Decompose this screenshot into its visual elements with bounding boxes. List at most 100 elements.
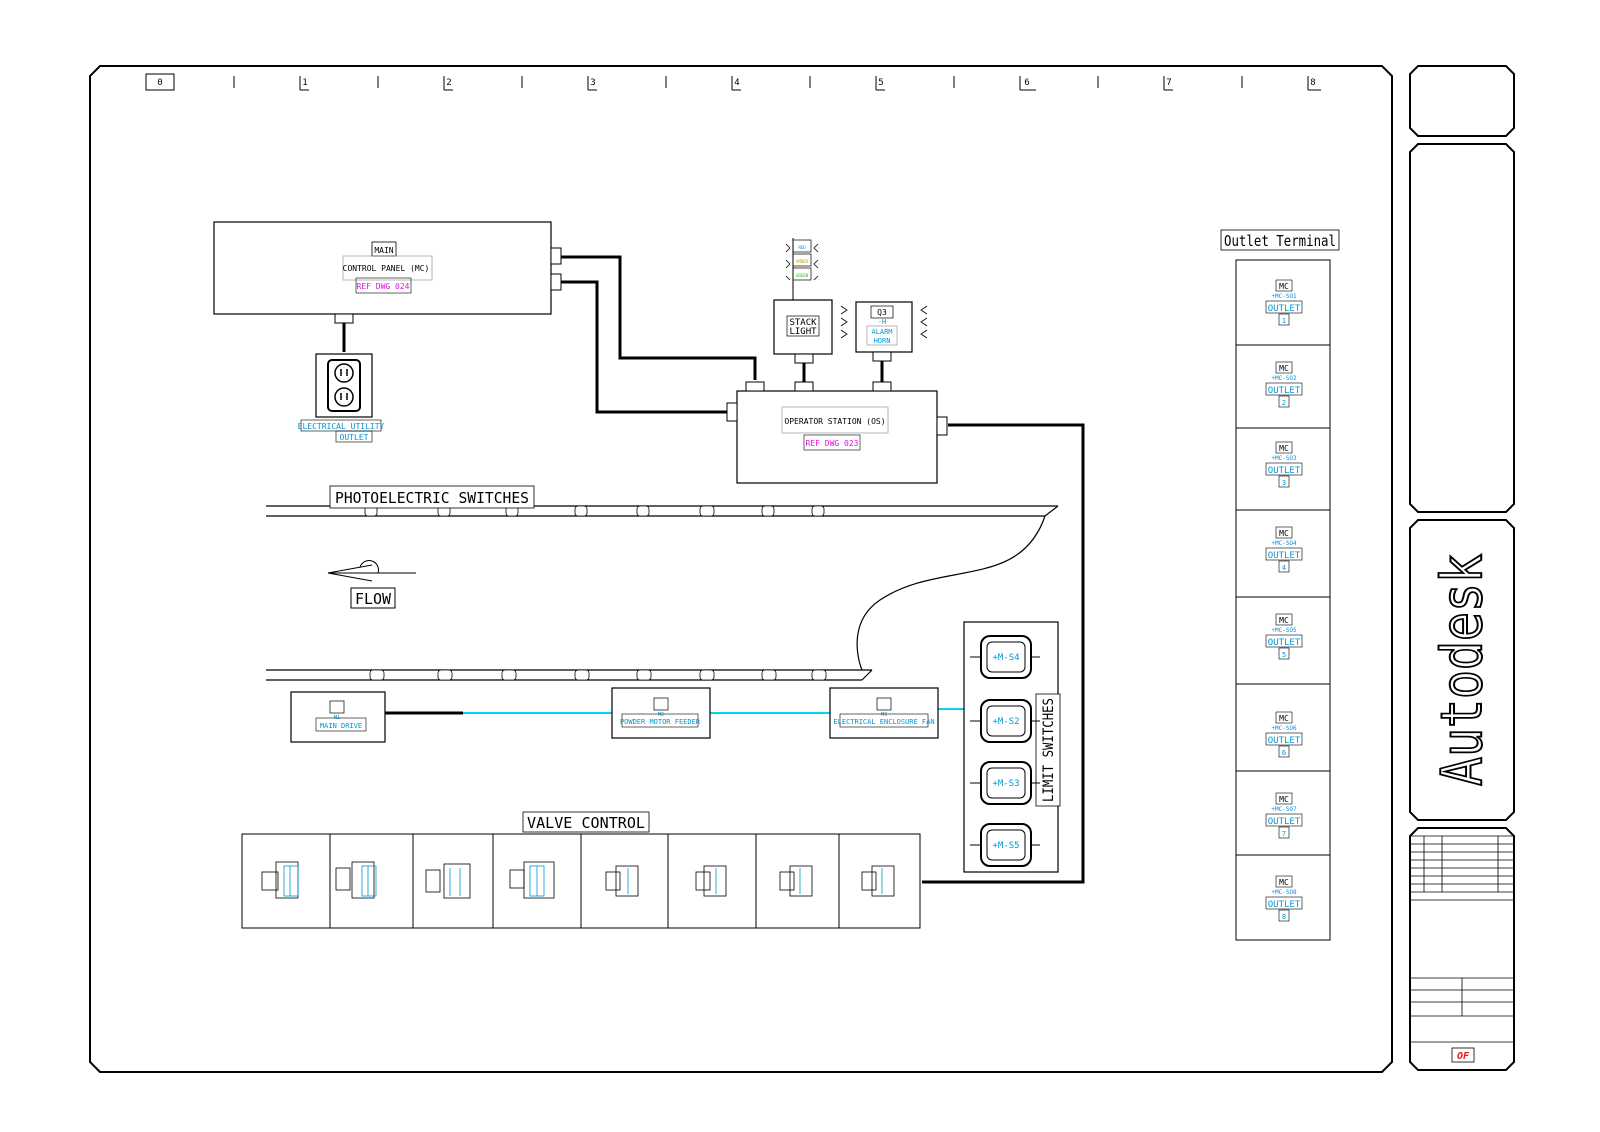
limit-switch[interactable]: +M-S3	[970, 761, 1040, 805]
outlet-cell-id: +MC-SO8	[1271, 889, 1297, 896]
valve-control-title-text: VALVE CONTROL	[527, 814, 645, 832]
outlet-cell-num: 2	[1282, 399, 1286, 407]
outlet-cell-tag: MC	[1279, 714, 1289, 723]
wires	[342, 255, 1085, 884]
alarm-horn-line1: ALARM	[871, 328, 892, 336]
electrical-utility-outlet[interactable]: ELECTRICAL UTILITY OUTLET	[298, 353, 385, 443]
ruler-label: 1	[302, 78, 307, 88]
main-control-panel[interactable]: MAIN CONTROL PANEL (MC) REF DWG 024	[213, 221, 562, 324]
outlet-terminal-cell[interactable]: MC +MC-SO2 OUTLET 2	[1265, 361, 1303, 408]
outlet-cell-num: 8	[1282, 913, 1286, 921]
operator-station-title: OPERATOR STATION (OS)	[784, 417, 885, 426]
outlet-cell-label: OUTLET	[1268, 900, 1301, 910]
limit-switch-label: +M-S3	[992, 779, 1019, 789]
limit-switch[interactable]: +M-S4	[970, 635, 1040, 679]
outlet-terminal-cell[interactable]: MC +MC-SO4 OUTLET 4	[1265, 526, 1303, 573]
outlet-cell-label: OUTLET	[1268, 551, 1301, 561]
outlet-cell-tag: MC	[1279, 529, 1289, 538]
ruler-label: 7	[1166, 78, 1171, 88]
stack-light-lamp-amber: AMBER	[796, 259, 809, 264]
title-block-box-1	[1409, 65, 1515, 137]
cyan-wires	[463, 708, 964, 714]
limit-switch-label: +M-S2	[992, 717, 1019, 727]
outlet-cell-label: OUTLET	[1268, 638, 1301, 648]
outlet-terminal-cell[interactable]: MC +MC-SO8 OUTLET 8	[1265, 875, 1303, 922]
alarm-horn-sub: -H	[878, 318, 886, 326]
ruler-label: 8	[1310, 78, 1315, 88]
operator-station[interactable]: OPERATOR STATION (OS) REF DWG 023	[726, 381, 948, 484]
outlet-cell-id: +MC-SO3	[1271, 455, 1297, 462]
outlet-cell-num: 5	[1282, 651, 1286, 659]
column-ruler: 0 1 2 3 4 5 6 7 8	[145, 73, 1321, 91]
outlet-terminal-cell[interactable]: MC +MC-SO7 OUTLET 7	[1265, 792, 1303, 839]
enclosure-fan-tag: M3	[881, 712, 887, 718]
revision-table	[1410, 835, 1514, 1043]
outlet-cell-id: +MC-SO7	[1271, 806, 1297, 813]
outlet-terminal-cell[interactable]: MC +MC-SO6 OUTLET 6	[1265, 711, 1303, 758]
outlet-terminal-cell[interactable]: MC +MC-SO5 OUTLET 5	[1265, 613, 1303, 660]
limit-switch-label: +M-S4	[992, 653, 1019, 663]
outlet-cell-num: 3	[1282, 479, 1286, 487]
ruler-label: 5	[878, 78, 883, 88]
operator-station-ref: REF DWG 023	[806, 439, 859, 448]
limit-switch[interactable]: +M-S5	[970, 823, 1040, 867]
outlet-cell-label: OUTLET	[1268, 466, 1301, 476]
alarm-horn-line2: HORN	[874, 337, 891, 345]
sheet-code: OF	[1457, 1051, 1470, 1062]
outlet-terminal-table	[1235, 259, 1331, 941]
flow-label: FLOW	[355, 590, 392, 608]
photoelectric-title: PHOTOELECTRIC SWITCHES	[329, 485, 535, 509]
electrical-enclosure-fan[interactable]: M3 ELECTRICAL ENCLOSURE FAN	[829, 687, 939, 739]
valve-control-table	[241, 833, 921, 929]
title-block-logo-box	[1409, 519, 1515, 821]
main-panel-title: CONTROL PANEL (MC)	[343, 264, 430, 273]
outlet-terminal-cell[interactable]: MC +MC-SO3 OUTLET 3	[1265, 441, 1303, 488]
outlet-cell-label: OUTLET	[1268, 817, 1301, 827]
valve-control-title: VALVE CONTROL	[522, 811, 650, 833]
drawing-border	[89, 65, 1393, 1073]
main-panel-tag: MAIN	[374, 246, 393, 255]
outlet-cell-num: 6	[1282, 749, 1286, 757]
stack-light-lamp-green: GREEN	[796, 273, 809, 278]
outlet-terminal-cell[interactable]: MC +MC-SO1 OUTLET 1	[1265, 279, 1303, 326]
ruler-label: 0	[157, 78, 162, 88]
alarm-horn-tag: Q3	[877, 308, 887, 317]
outlet-cell-tag: MC	[1279, 878, 1289, 887]
limit-switch[interactable]: +M-S2	[970, 699, 1040, 743]
outlet-cell-tag: MC	[1279, 616, 1289, 625]
alarm-horn[interactable]: Q3 -H ALARM HORN	[840, 301, 928, 382]
outlet-cell-id: +MC-SO4	[1271, 540, 1297, 547]
powder-motor-feeder[interactable]: M2 POWDER MOTOR FEEDER	[611, 687, 711, 739]
title-block-info-box	[1409, 827, 1515, 1071]
ruler-label: 2	[446, 78, 451, 88]
limit-switches-title: LIMIT SWITCHES	[1041, 698, 1057, 802]
valve-symbols	[261, 861, 895, 899]
outlet-cell-label: OUTLET	[1268, 386, 1301, 396]
stack-light-label-line2: LIGHT	[789, 327, 817, 337]
outlet-cell-label: OUTLET	[1268, 736, 1301, 746]
photoelectric-sensors-bottom	[369, 669, 827, 681]
main-drive[interactable]: M1 MAIN DRIVE	[290, 691, 386, 743]
utility-outlet-line2: OUTLET	[340, 433, 369, 442]
sheet-code-box	[1451, 1047, 1475, 1063]
outlet-cell-tag: MC	[1279, 364, 1289, 373]
main-panel-ref: REF DWG 024	[357, 282, 410, 291]
utility-outlet-line1: ELECTRICAL UTILITY	[298, 422, 385, 431]
ruler-label: 4	[734, 78, 739, 88]
main-drive-label: MAIN DRIVE	[320, 722, 362, 730]
outlet-cell-id: +MC-SO5	[1271, 627, 1297, 634]
powder-motor-label: POWDER MOTOR FEEDER	[620, 718, 701, 726]
outlet-cell-num: 1	[1282, 317, 1286, 325]
autodesk-logo: Autodesk	[1430, 554, 1495, 786]
outlet-cell-num: 7	[1282, 830, 1286, 838]
flow-arrow	[327, 560, 416, 609]
ruler-label: 6	[1024, 78, 1029, 88]
outlet-cell-tag: MC	[1279, 282, 1289, 291]
stack-light[interactable]: RED AMBER GREEN STACK LIGHT	[773, 238, 833, 382]
ruler-label: 3	[590, 78, 595, 88]
outlet-cell-id: +MC-SO6	[1271, 725, 1297, 732]
outlet-terminal-title: Outlet Terminal	[1220, 229, 1340, 251]
photoelectric-title-text: PHOTOELECTRIC SWITCHES	[335, 489, 529, 507]
stack-light-lamp-red: RED	[798, 245, 806, 250]
